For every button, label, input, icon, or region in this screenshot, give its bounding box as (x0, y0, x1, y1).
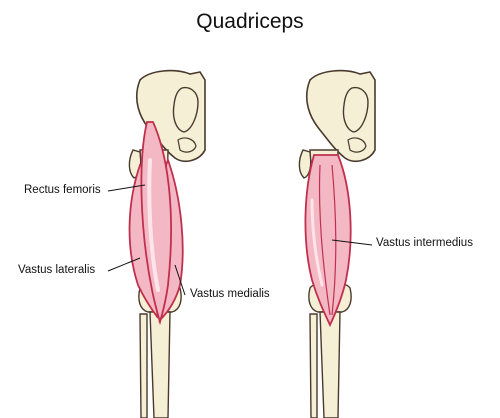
left-fibula (139, 313, 148, 418)
label-vastus-intermedius: Vastus intermedius (376, 237, 473, 249)
diagram-title: Quadriceps (196, 10, 304, 33)
label-vastus-lateralis: Vastus lateralis (18, 264, 96, 276)
label-vastus-medialis: Vastus medialis (190, 288, 270, 300)
right-vastus-intermedius (304, 154, 352, 328)
right-vastus-intermedius-fiber-1 (318, 164, 331, 316)
left-pelvis-foramen (177, 137, 197, 153)
right-fibula (309, 313, 318, 418)
left-sacrum (172, 86, 199, 133)
right-vastus-intermedius-fiber-2 (331, 164, 337, 316)
leader-vastus-medialis (174, 264, 186, 296)
left-tibia (149, 311, 171, 418)
right-sacrum (342, 86, 369, 133)
right-tibia (319, 311, 341, 418)
right-vastus-intermedius-highlight (310, 198, 324, 287)
leader-rectus-femoris (107, 184, 146, 192)
right-pelvis-foramen (347, 137, 367, 153)
left-rectus-highlight (147, 158, 160, 292)
label-rectus-femoris: Rectus femoris (24, 184, 101, 196)
leader-vastus-lateralis (107, 257, 141, 272)
right-leg (298, 69, 376, 418)
leader-vastus-intermedius (331, 239, 373, 246)
left-leg (128, 69, 206, 418)
